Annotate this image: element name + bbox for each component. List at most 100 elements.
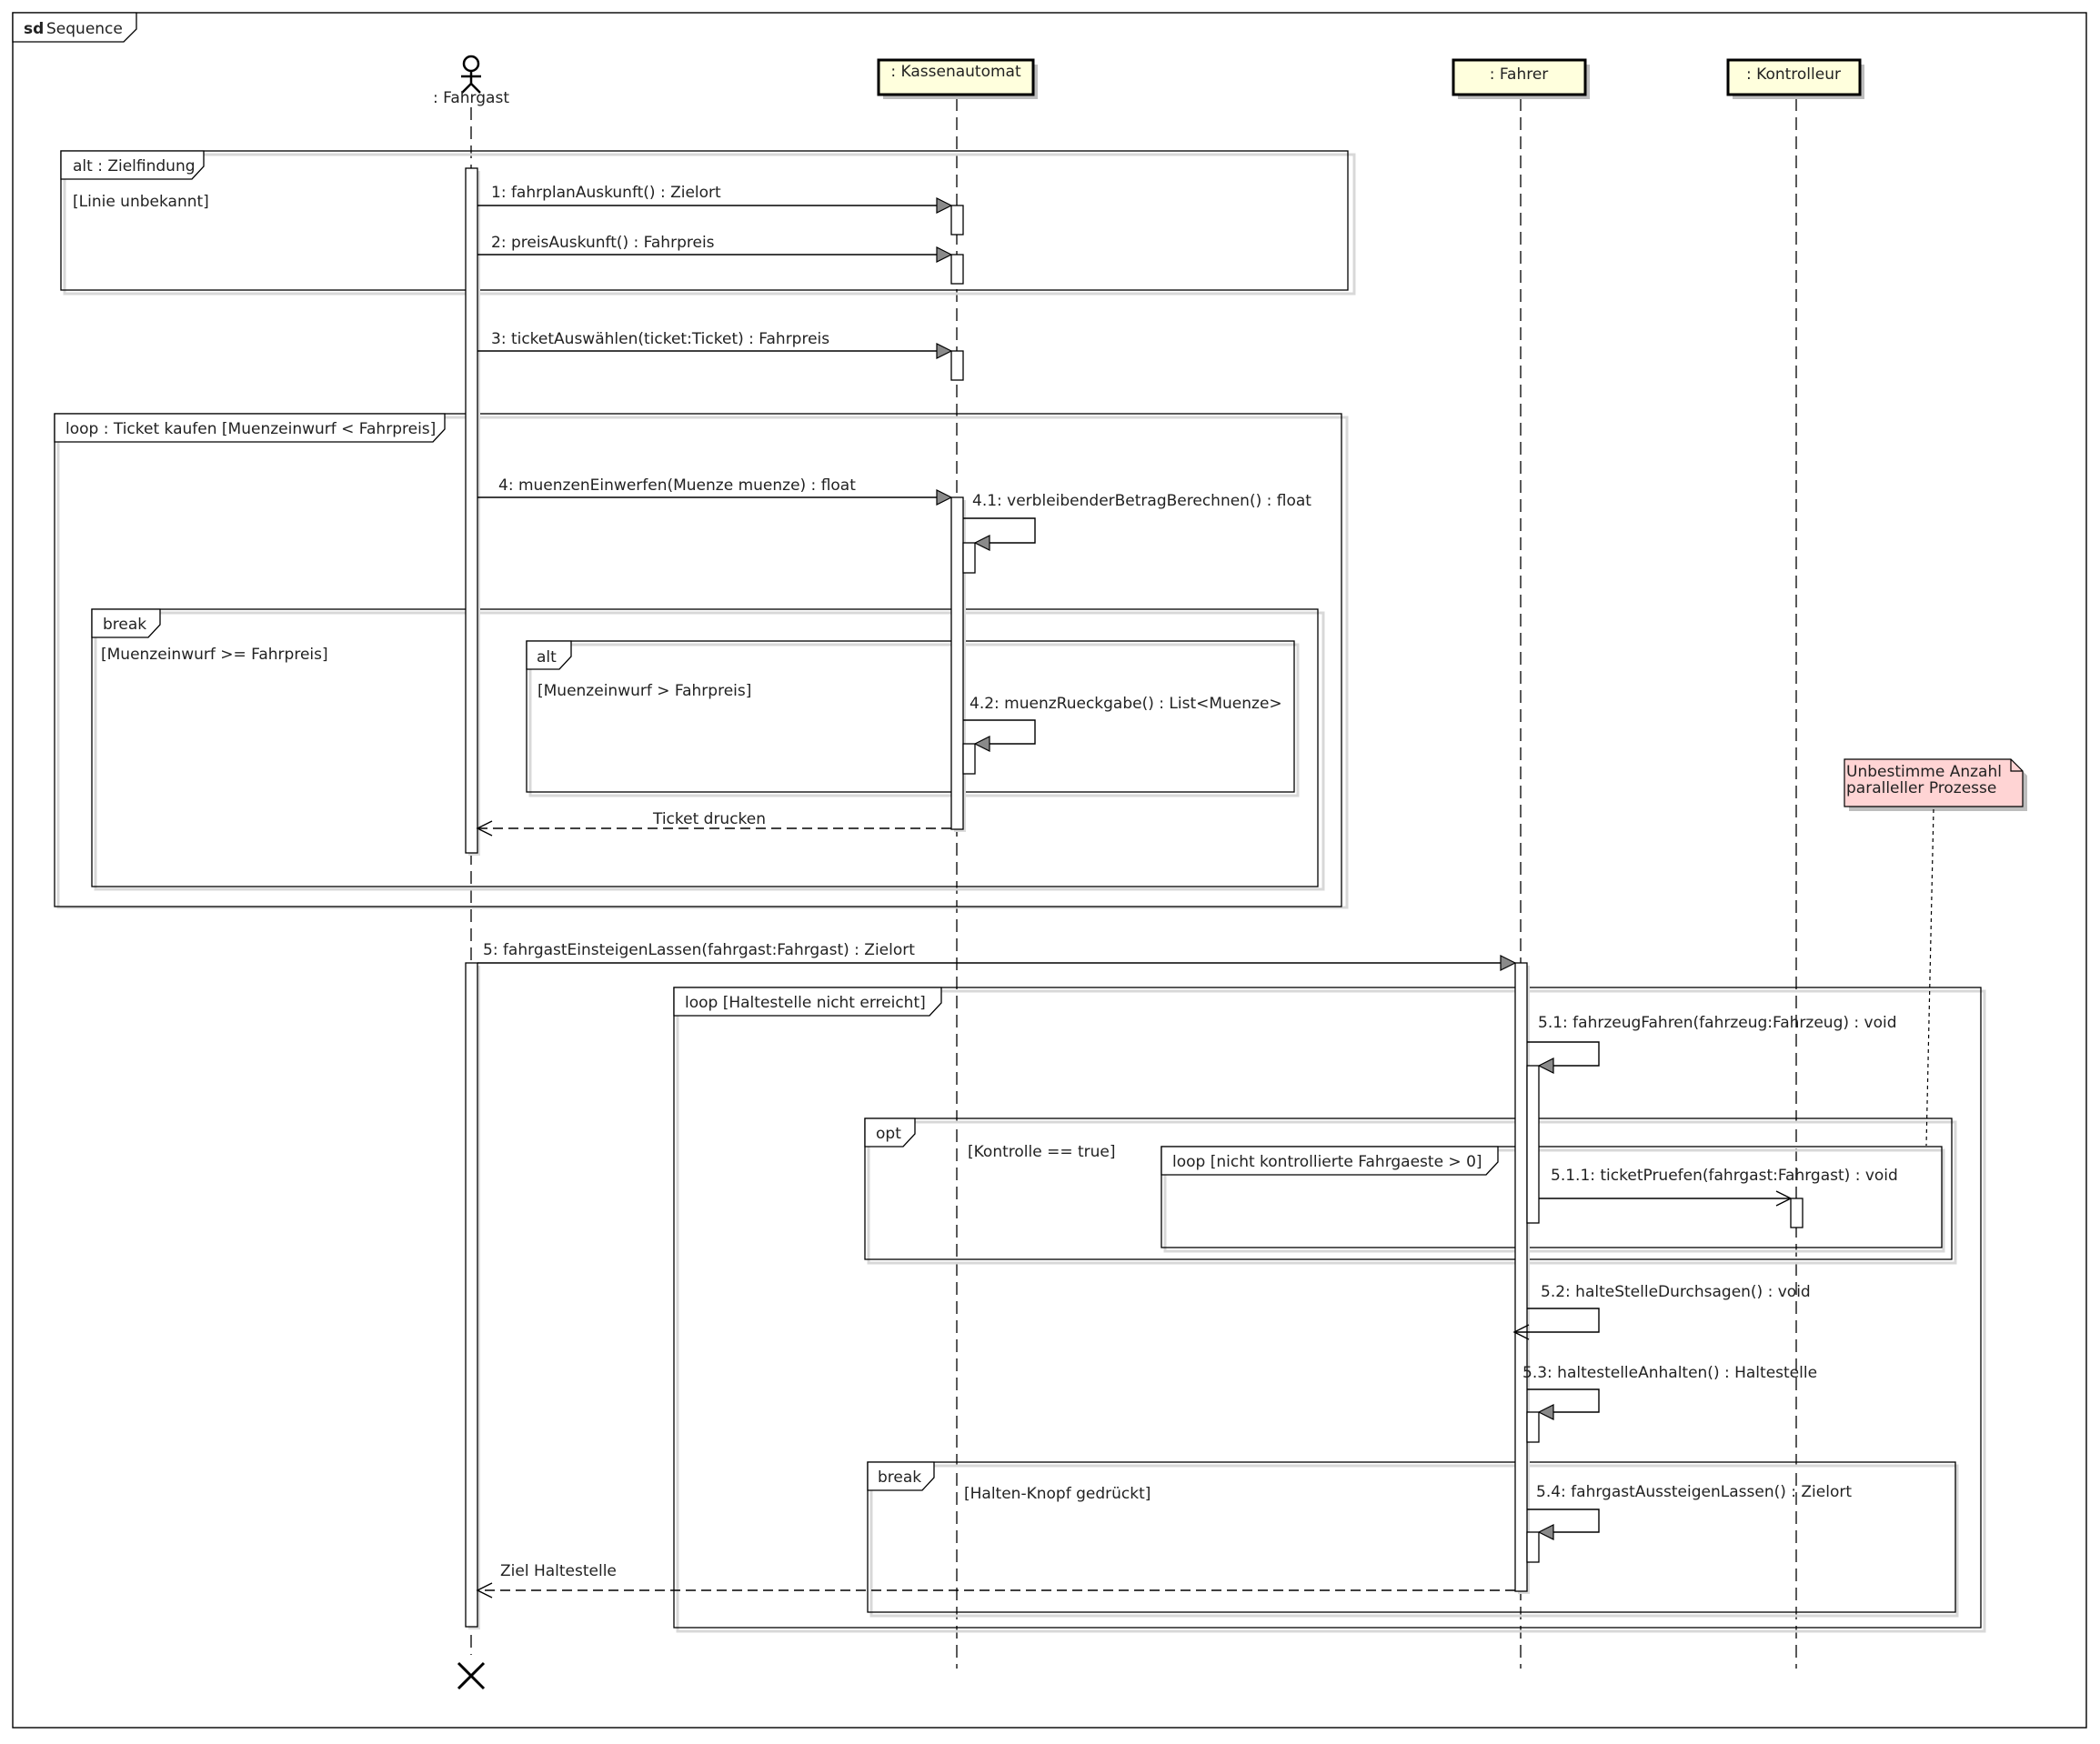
- activation-kassenautomat-2: [950, 254, 964, 285]
- message-label: 5.1: fahrzeugFahren(fahrzeug:Fahrzeug) :…: [1538, 1014, 1897, 1032]
- message-4: 4: muenzenEinwerfen(Muenze muenze) : flo…: [477, 476, 953, 506]
- return-label: Ticket drucken: [652, 810, 766, 828]
- activation-kassenautomat-1: [950, 205, 964, 236]
- fragment-break-2: break [Halten-Knopf gedrückt]: [867, 1461, 1959, 1618]
- message-line: [1527, 1041, 1600, 1067]
- message-label: 4.1: verbleibenderBetragBerechnen() : fl…: [972, 492, 1311, 510]
- message-label: 5.2: halteStelleDurchsagen() : void: [1541, 1283, 1811, 1301]
- message-5-1-1: 5.1.1: ticketPruefen(fahrgast:Fahrgast) …: [1539, 1167, 1898, 1207]
- fragment-tab: [60, 150, 205, 180]
- fragment-tab: [526, 640, 572, 670]
- object-box-fahrer: [1452, 58, 1587, 96]
- fragment-label: loop [Haltestelle nicht erreicht]: [685, 994, 926, 1012]
- fragment-shadow: [676, 989, 1986, 1633]
- message-4-2: 4.2: muenzRueckgabe() : List<Muenze>: [963, 695, 1282, 752]
- actor-right-leg: [470, 83, 481, 94]
- arrow-head: [973, 736, 990, 752]
- activation-fahrer-1: [1514, 962, 1528, 1592]
- return-label: Ziel Haltestelle: [500, 1562, 617, 1580]
- message-5-4: 5.4: fahrgastAussteigenLassen() : Zielor…: [1527, 1483, 1852, 1540]
- fragment-alt-zielfindung: alt : Zielfindung [Linie unbekannt]: [60, 150, 1356, 296]
- fragment-label: loop [nicht kontrollierte Fahrgaeste > 0…: [1172, 1153, 1482, 1171]
- fragment-opt: opt [Kontrolle == true]: [864, 1118, 1957, 1265]
- fragment-label: opt: [876, 1125, 901, 1143]
- fragment-label: break: [878, 1468, 921, 1487]
- fragment-border: [60, 150, 1349, 291]
- activation-kontrolleur-1: [1790, 1198, 1804, 1228]
- sd-frame-title: Sequence: [46, 20, 123, 38]
- fragment-loop-kontrolle: loop [nicht kontrollierte Fahrgaeste > 0…: [1161, 1146, 1945, 1253]
- fragment-shadow: [1163, 1148, 1945, 1253]
- message-2: 2: preisAuskunft() : Fahrpreis: [477, 234, 953, 263]
- fragment-label: alt : Zielfindung: [73, 157, 196, 175]
- activations: [465, 167, 1804, 1629]
- fragment-border: [91, 608, 1319, 887]
- message-label: 2: preisAuskunft() : Fahrpreis: [491, 234, 715, 252]
- fragment-loop-ticket: loop : Ticket kaufen [Muenzeinwurf < Fah…: [54, 413, 1349, 909]
- fragment-tab: [91, 608, 161, 638]
- message-5-1: 5.1: fahrzeugFahren(fahrzeug:Fahrzeug) :…: [1527, 1014, 1897, 1074]
- fragment-tab: [1161, 1146, 1499, 1176]
- object-box-kontrolleur: [1726, 58, 1862, 96]
- message-label: 5.4: fahrgastAussteigenLassen() : Zielor…: [1536, 1483, 1852, 1501]
- return-ziel-haltestelle: Ziel Haltestelle: [476, 1562, 1515, 1599]
- arrow-head: [936, 343, 953, 359]
- object-kontrolleur: : Kontrolleur: [1726, 58, 1864, 99]
- actor-left-leg: [461, 83, 472, 94]
- note-box: [1844, 758, 2024, 807]
- fragment-border: [54, 413, 1342, 907]
- sd-frame-keyword: sd: [24, 20, 44, 38]
- open-arrow-head: [476, 1582, 493, 1599]
- arrow-head: [936, 489, 953, 506]
- fragment-border: [867, 1461, 1956, 1613]
- lifeline-label-kassenautomat: : Kassenautomat: [890, 63, 1021, 81]
- sd-frame-border: [12, 12, 2087, 1729]
- arrow-head: [1500, 955, 1517, 971]
- lifeline-label-kontrolleur: : Kontrolleur: [1746, 65, 1841, 84]
- fragment-guard: [Kontrolle == true]: [968, 1143, 1116, 1161]
- note-fold: [2010, 759, 2023, 772]
- activation-kassenautomat-self-2: [962, 743, 976, 775]
- fragment-label: loop : Ticket kaufen [Muenzeinwurf < Fah…: [65, 420, 436, 438]
- fragment-shadow: [528, 643, 1300, 797]
- activation-fahrer-self-3: [1526, 1531, 1540, 1563]
- fragment-break-1: break [Muenzeinwurf >= Fahrpreis]: [91, 608, 1325, 891]
- open-arrow-head: [1512, 1324, 1530, 1340]
- lifeline-label-fahrer: : Fahrer: [1490, 65, 1549, 84]
- destruction-stroke-2: [457, 1661, 486, 1690]
- actor-head: [462, 55, 480, 73]
- note-line-1: Unbestimme Anzahl: [1846, 763, 2002, 781]
- note-parallel-processes: Unbestimme Anzahl paralleller Prozesse: [1844, 758, 2027, 1147]
- fragment-border: [526, 640, 1295, 793]
- arrow-head: [936, 197, 953, 214]
- fragment-tab: [54, 413, 446, 443]
- message-label: 1: fahrplanAuskunft() : Zielort: [491, 184, 721, 202]
- activation-kassenautomat-4: [950, 496, 964, 830]
- fragment-guard: [Halten-Knopf gedrückt]: [964, 1485, 1150, 1503]
- fragment-border: [1161, 1146, 1943, 1248]
- message-5-2: 5.2: halteStelleDurchsagen() : void: [1512, 1283, 1811, 1340]
- message-5: 5: fahrgastEinsteigenLassen(fahrgast:Fah…: [477, 941, 1517, 971]
- fragment-tab: [864, 1118, 916, 1148]
- arrow-head: [1537, 1057, 1554, 1074]
- fragment-loop-haltestelle: loop [Haltestelle nicht erreicht]: [673, 987, 1986, 1633]
- message-4-1: 4.1: verbleibenderBetragBerechnen() : fl…: [963, 492, 1311, 551]
- actor-fahrgast: : Fahrgast: [433, 55, 509, 107]
- activation-fahrgast-1: [465, 167, 478, 854]
- fragment-label: alt: [537, 648, 557, 667]
- message-line: [1527, 1388, 1600, 1413]
- sd-frame-tab: [12, 12, 137, 43]
- destruction-marker: [457, 1661, 486, 1690]
- arrow-head: [936, 246, 953, 263]
- fragment-tab: [673, 987, 942, 1017]
- fragment-shadow: [94, 611, 1325, 891]
- fragment-border: [673, 987, 1982, 1629]
- arrow-head: [1537, 1524, 1554, 1540]
- message-1: 1: fahrplanAuskunft() : Zielort: [477, 184, 953, 214]
- fragment-tab: [867, 1461, 935, 1491]
- activation-kassenautomat-self-1: [962, 542, 976, 574]
- messages: 1: fahrplanAuskunft() : Zielort 2: preis…: [476, 184, 1898, 1599]
- message-line: [963, 719, 1036, 745]
